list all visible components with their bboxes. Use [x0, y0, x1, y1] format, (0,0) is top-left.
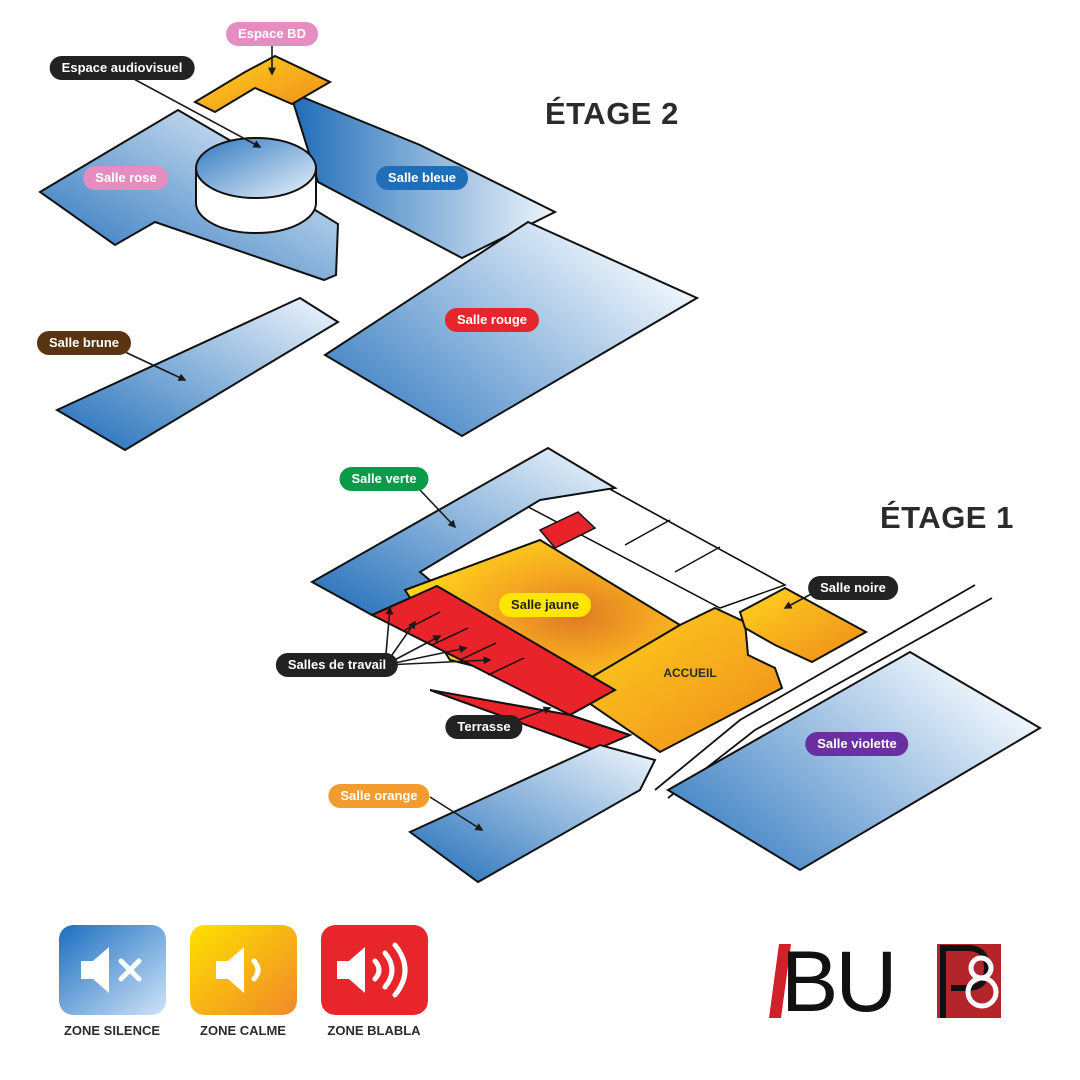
floor-2-title: ÉTAGE 2 [545, 96, 679, 131]
legend-label-silence: ZONE SILENCE [63, 1023, 161, 1038]
zone-escalier [538, 511, 597, 549]
bu-logo: BU [755, 934, 1015, 1030]
zone-salle-orange[interactable] [408, 743, 657, 884]
label-terrasse[interactable]: Terrasse [445, 715, 523, 739]
speaker-loud-icon [320, 925, 428, 1015]
zone-salle-rose[interactable] [38, 108, 340, 282]
legend-zone-calme: ZONE CALME [188, 925, 298, 1038]
label-accueil[interactable]: ACCUEIL [663, 666, 717, 680]
zone-accueil[interactable] [568, 606, 784, 754]
label-salle-orange[interactable]: Salle orange [328, 784, 430, 808]
zone-salle-noire[interactable] [738, 586, 869, 664]
floor-1-plan [309, 446, 1042, 884]
logo-text: BU [781, 934, 897, 1030]
label-espace-bd[interactable]: Espace BD [226, 22, 318, 46]
label-salle-noire[interactable]: Salle noire [808, 576, 898, 600]
label-salle-rouge[interactable]: Salle rouge [444, 308, 540, 332]
legend-label-calme: ZONE CALME [200, 1023, 286, 1038]
zone-terrasse[interactable] [429, 689, 633, 752]
label-salle-violette[interactable]: Salle violette [805, 732, 909, 756]
legend-zone-blabla: ZONE BLABLA [319, 925, 429, 1038]
legend-label-blabla: ZONE BLABLA [327, 1023, 421, 1038]
label-espace-audiovisuel[interactable]: Espace audiovisuel [49, 56, 195, 80]
zone-salles-de-travail[interactable] [369, 584, 618, 717]
zone-espace-bd[interactable] [192, 54, 333, 114]
zone-salle-brune[interactable] [54, 296, 340, 452]
label-salles-de-travail[interactable]: Salles de travail [275, 653, 399, 677]
espace-audiovisuel-cylinder[interactable] [195, 137, 317, 234]
zone-salle-violette[interactable] [666, 650, 1042, 872]
speaker-low-icon [189, 925, 297, 1015]
logo-graphic [769, 944, 1001, 1018]
label-salle-bleue[interactable]: Salle bleue [376, 166, 468, 190]
legend-zone-silence: ZONE SILENCE [57, 925, 167, 1038]
speaker-muted-icon [58, 925, 166, 1015]
label-salle-jaune[interactable]: Salle jaune [499, 593, 591, 617]
floor-1-title: ÉTAGE 1 [880, 500, 1014, 535]
isometric-floor-plan [38, 46, 1042, 884]
label-salle-rose[interactable]: Salle rose [83, 166, 169, 190]
label-salle-brune[interactable]: Salle brune [36, 331, 132, 355]
label-salle-verte[interactable]: Salle verte [339, 467, 429, 491]
